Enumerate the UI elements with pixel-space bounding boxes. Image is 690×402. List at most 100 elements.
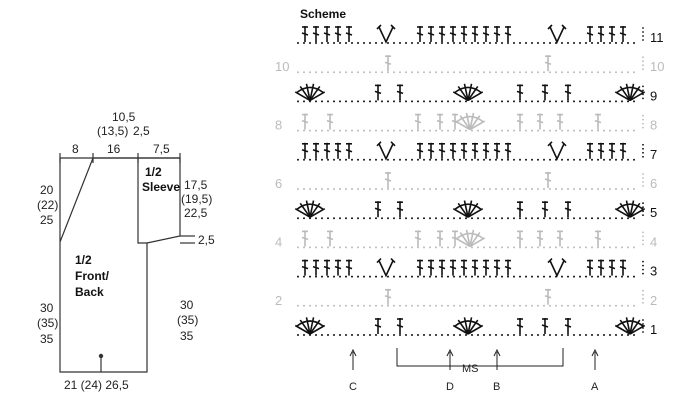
dc-stitch [384, 55, 392, 72]
dc-stitch [301, 142, 309, 159]
chain-row [297, 217, 635, 220]
garment-schematic [59, 153, 195, 373]
marker-b [493, 348, 501, 370]
row-number-left: 2 [275, 293, 282, 308]
v-stitch [547, 141, 567, 161]
dc-stitch [416, 26, 424, 42]
dc-stitch [449, 26, 457, 42]
dc-stitch [427, 142, 435, 159]
row-border [642, 319, 644, 333]
left-upper-1: 20 [40, 183, 54, 197]
dc-stitch [334, 259, 342, 276]
chart-row [294, 200, 646, 220]
row-number: 5 [650, 205, 657, 220]
left-lower-2: (35) [37, 316, 58, 330]
dc-stitch [516, 201, 524, 218]
right-lower-2: (35) [177, 313, 198, 327]
v-stitch [547, 24, 567, 44]
dc-stitch [556, 230, 564, 247]
dc-stitch [493, 259, 501, 276]
row-number: 8 [650, 118, 657, 133]
row-border [642, 27, 644, 41]
chart-row [297, 24, 644, 44]
fan-stitch [614, 83, 646, 102]
chain-row [297, 42, 635, 44]
chart-row [294, 83, 646, 103]
marker-d [446, 348, 454, 370]
row-number: 7 [650, 147, 657, 162]
dc-stitch [516, 113, 524, 130]
row-number-left: 6 [275, 176, 282, 191]
dc-stitch [586, 26, 594, 42]
marker-label: C [349, 381, 357, 393]
dc-stitch [504, 259, 512, 276]
row-number: 1 [650, 322, 657, 337]
front-label-3: Back [75, 285, 104, 299]
left-upper-2: (22) [37, 198, 58, 212]
seg-mid: 16 [107, 142, 121, 156]
repeat-label: MS [462, 363, 479, 375]
chain-row [297, 304, 635, 307]
dc-stitch [541, 84, 549, 101]
chain-row [297, 275, 635, 278]
dc-stitch [323, 142, 331, 159]
sleeve-label-1: 1/2 [145, 165, 162, 179]
chain-row [297, 246, 635, 249]
dc-stitch [334, 26, 342, 42]
dc-stitch [427, 259, 435, 276]
v-stitch [376, 258, 396, 278]
dc-stitch [460, 26, 468, 42]
right-lower-1: 30 [180, 298, 194, 312]
dc-stitch [482, 259, 490, 276]
marker-a [591, 348, 599, 370]
chain-row [297, 129, 635, 132]
marker-label: B [493, 381, 500, 393]
dc-stitch [536, 230, 544, 247]
dc-stitch [493, 26, 501, 42]
dc-stitch [597, 142, 605, 159]
dc-stitch [608, 142, 616, 159]
chart-row [297, 229, 644, 249]
fan-stitch [452, 317, 484, 335]
fan-stitch [614, 200, 646, 218]
row-border [642, 289, 644, 304]
chart-row [297, 172, 644, 190]
row-number: 6 [650, 176, 657, 191]
sleeve-right-2: (19,5) [181, 192, 212, 206]
dc-stitch [301, 113, 309, 130]
left-upper-3: 25 [40, 213, 54, 227]
dc-stitch [619, 26, 627, 42]
row-number: 3 [650, 264, 657, 279]
dc-stitch [301, 230, 309, 247]
marker-c [349, 348, 357, 370]
fan-stitch [614, 317, 646, 335]
dc-stitch [504, 142, 512, 159]
row-border [642, 173, 644, 187]
dc-stitch [312, 259, 320, 276]
dc-stitch [619, 142, 627, 159]
row-border [642, 231, 644, 246]
chain-row [297, 188, 635, 190]
sleeve-label-2: Sleeve [142, 180, 180, 194]
dc-stitch [301, 259, 309, 276]
dc-stitch [608, 259, 616, 276]
chart-title: Scheme [300, 7, 346, 21]
top-total-alt: (13,5) [97, 124, 128, 138]
dc-stitch [436, 113, 444, 130]
dc-stitch [544, 55, 552, 72]
row-number: 9 [650, 88, 657, 103]
dc-stitch [345, 26, 353, 42]
schematic-labels: 10,5 (13,5) 2,5 8 16 7,5 20 (22) 25 1/2 … [37, 110, 215, 392]
dc-stitch [374, 201, 382, 218]
dc-stitch [471, 26, 479, 42]
dc-stitch [438, 259, 446, 276]
dc-stitch [460, 259, 468, 276]
dc-stitch [597, 26, 605, 42]
garment-outline [59, 157, 148, 373]
seg-left: 8 [72, 142, 79, 156]
seg-right: 7,5 [153, 142, 170, 156]
dc-stitch [323, 26, 331, 42]
dc-stitch [312, 142, 320, 159]
chart-row [297, 141, 644, 161]
